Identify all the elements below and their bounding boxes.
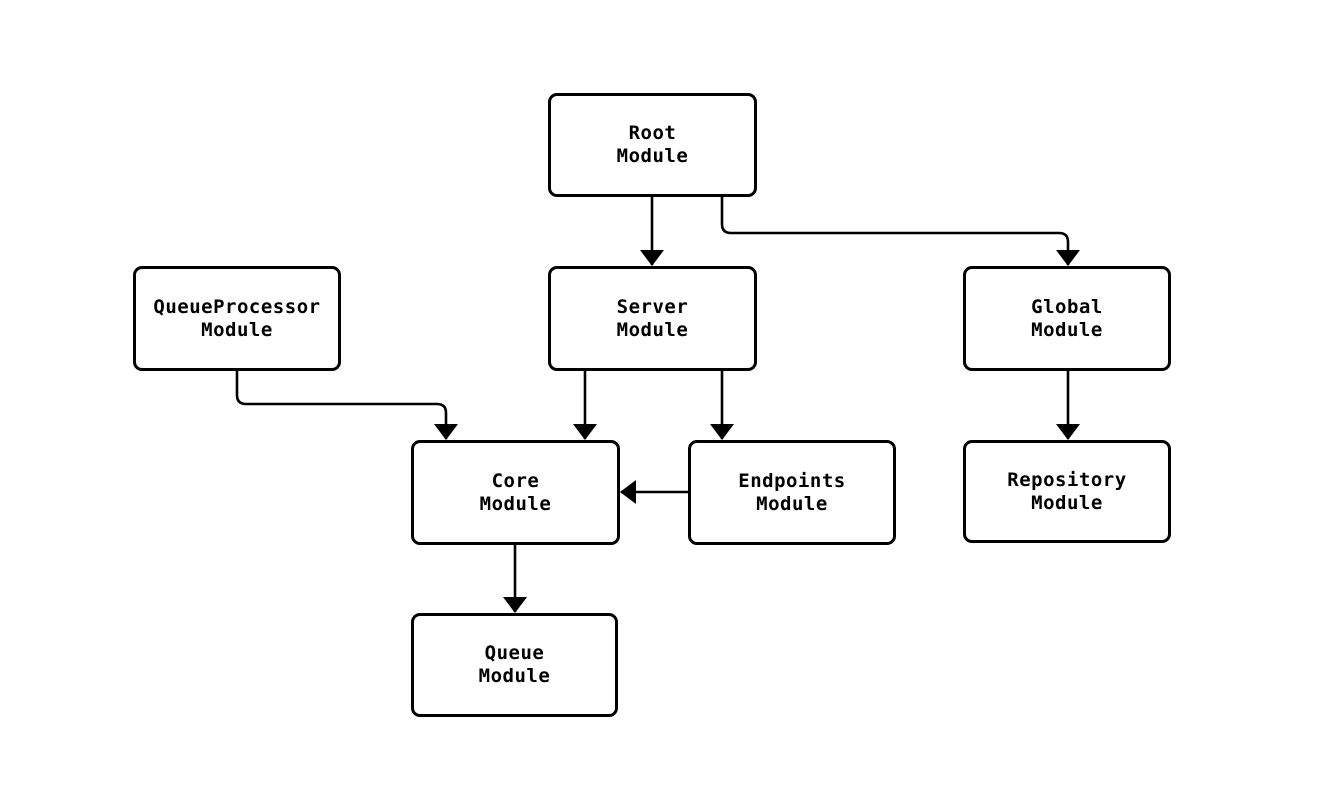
node-root-module-label: Root Module	[616, 122, 689, 167]
node-server-module: Server Module	[548, 266, 757, 371]
node-core-module-label: Core Module	[479, 469, 552, 515]
node-server-module-label: Server Module	[616, 295, 689, 341]
edge-root-to-global	[720, 197, 1080, 266]
node-endpoints-module-label: Endpoints Module	[738, 469, 846, 515]
node-global-module: Global Module	[963, 266, 1171, 371]
node-repository-module-label: Repository Module	[1007, 468, 1127, 514]
node-queueprocessor-module: QueueProcessor Module	[133, 266, 341, 371]
node-root-module: Root Module	[548, 93, 757, 197]
node-queueprocessor-module-label: QueueProcessor Module	[153, 295, 321, 341]
node-endpoints-module: Endpoints Module	[688, 440, 896, 545]
node-global-module-label: Global Module	[1031, 295, 1103, 341]
node-queue-module-label: Queue Module	[478, 642, 551, 687]
node-queue-module: Queue Module	[411, 613, 618, 717]
node-core-module: Core Module	[411, 440, 620, 545]
edge-queueprocessor-to-core	[235, 371, 458, 440]
node-repository-module: Repository Module	[963, 440, 1171, 543]
